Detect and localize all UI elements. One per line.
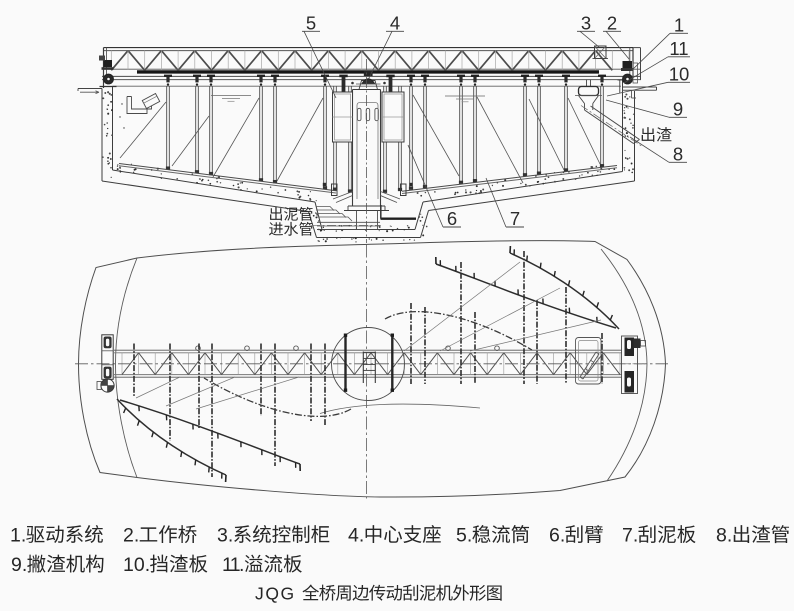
svg-text:8: 8 bbox=[673, 144, 683, 165]
svg-text:9: 9 bbox=[673, 99, 683, 120]
svg-text:6.: 6. bbox=[549, 525, 565, 547]
svg-text:7: 7 bbox=[510, 208, 520, 229]
svg-text:8.: 8. bbox=[716, 525, 732, 547]
svg-text:2: 2 bbox=[607, 13, 617, 34]
svg-text:11: 11 bbox=[669, 38, 688, 59]
svg-text:4.: 4. bbox=[348, 525, 364, 547]
svg-text:7.: 7. bbox=[622, 525, 638, 547]
svg-text:4: 4 bbox=[390, 13, 400, 34]
svg-text:10.: 10. bbox=[123, 554, 150, 576]
svg-text:JQG: JQG bbox=[255, 584, 296, 604]
svg-text:11.: 11. bbox=[222, 554, 243, 576]
svg-text:2.: 2. bbox=[123, 525, 139, 547]
svg-text:3.: 3. bbox=[217, 525, 233, 547]
svg-text:3: 3 bbox=[581, 13, 591, 34]
svg-text:10: 10 bbox=[669, 64, 690, 85]
svg-text:1.: 1. bbox=[10, 525, 26, 547]
svg-text:6: 6 bbox=[447, 208, 457, 229]
svg-text:1: 1 bbox=[674, 15, 684, 36]
svg-text:5.: 5. bbox=[456, 525, 472, 547]
svg-text:5: 5 bbox=[306, 13, 316, 34]
svg-text:9.: 9. bbox=[11, 554, 27, 576]
